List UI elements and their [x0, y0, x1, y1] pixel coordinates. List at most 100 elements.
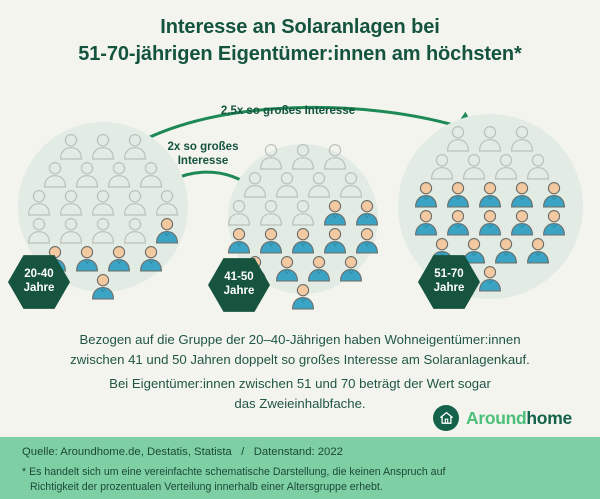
group-41-50-badge: 41-50 Jahre	[208, 258, 270, 312]
person-icon	[459, 152, 489, 180]
logo-text-home: home	[526, 407, 572, 428]
person-icon	[120, 188, 150, 216]
group-41-50-row-4	[218, 226, 388, 254]
arrow-2x-label: 2x so großes Interesse	[148, 140, 258, 169]
group-51-70-row-1	[405, 124, 575, 152]
arrow-2x-label-line-1: 2x so großes	[167, 141, 239, 153]
group-20-40-badge-line-2: Jahre	[23, 282, 55, 294]
person-icon	[507, 124, 537, 152]
person-icon	[336, 170, 366, 198]
person-icon	[443, 124, 473, 152]
group-51-70-badge-line-1: 51-70	[434, 268, 464, 281]
person-icon-highlighted	[411, 208, 441, 236]
group-51-70-row-5	[405, 236, 575, 264]
person-icon-highlighted	[507, 208, 537, 236]
group-41-50-pictogram	[218, 142, 388, 310]
person-icon-highlighted	[475, 208, 505, 236]
person-icon	[120, 216, 150, 244]
group-20-40-row-4	[18, 216, 188, 244]
group-41-50-badge-line-1: 41-50	[224, 271, 254, 284]
person-icon-highlighted	[475, 180, 505, 208]
footer-note-line-2: Richtigkeit der prozentualen Verteilung …	[30, 480, 383, 493]
person-icon-highlighted	[539, 180, 569, 208]
group-41-50-row-2	[218, 170, 388, 198]
body-p1-line-1: Bezogen auf die Gruppe der 20–40-Jährige…	[79, 332, 521, 347]
person-icon-highlighted	[352, 198, 382, 226]
person-icon	[24, 216, 54, 244]
person-icon	[88, 216, 118, 244]
person-icon	[24, 188, 54, 216]
group-51-70-row-4	[405, 208, 575, 236]
footer-source: Quelle: Aroundhome.de, Destatis, Statist…	[22, 446, 343, 458]
person-icon	[56, 216, 86, 244]
person-icon-highlighted	[72, 244, 102, 272]
person-icon	[288, 142, 318, 170]
person-icon	[256, 198, 286, 226]
person-icon-highlighted	[256, 226, 286, 254]
person-icon-highlighted	[288, 226, 318, 254]
logo-text-around: Around	[466, 407, 527, 428]
person-icon	[320, 142, 350, 170]
person-icon	[491, 152, 521, 180]
group-41-50-row-6	[218, 282, 388, 310]
person-icon-highlighted	[475, 264, 505, 292]
person-icon	[88, 132, 118, 160]
person-icon-highlighted	[539, 208, 569, 236]
person-icon	[152, 188, 182, 216]
person-icon-highlighted	[224, 226, 254, 254]
group-20-40-badge-line-1: 20-40	[24, 268, 54, 281]
person-icon-highlighted	[152, 216, 182, 244]
page-title: Interesse an Solaranlagen bei 51-70-jähr…	[0, 14, 600, 68]
person-icon-highlighted	[272, 254, 302, 282]
person-icon	[136, 160, 166, 188]
body-p1-line-2: zwischen 41 und 50 Jahren doppelt so gro…	[70, 352, 530, 368]
person-icon	[120, 132, 150, 160]
person-icon	[224, 198, 254, 226]
person-icon-highlighted	[443, 180, 473, 208]
group-51-70-badge: 51-70 Jahre	[418, 255, 480, 309]
person-icon	[56, 132, 86, 160]
body-paragraph-2: Bei Eigentümer:innen zwischen 51 und 70 …	[0, 374, 600, 415]
diagram-stage: 2x so großes Interesse 2,5x so großes In…	[0, 92, 600, 322]
group-41-50-badge-line-2: Jahre	[223, 285, 255, 297]
person-icon-highlighted	[136, 244, 166, 272]
person-icon-highlighted	[411, 180, 441, 208]
home-icon	[433, 405, 459, 431]
person-icon	[272, 170, 302, 198]
person-icon-highlighted	[443, 208, 473, 236]
person-icon	[56, 188, 86, 216]
person-icon	[288, 198, 318, 226]
person-icon-highlighted	[104, 244, 134, 272]
group-20-40-row-3	[18, 188, 188, 216]
person-icon	[88, 188, 118, 216]
title-line-1: Interesse an Solaranlagen bei	[160, 16, 440, 38]
group-51-70-row-3	[405, 180, 575, 208]
logo-wordmark: Aroundhome	[466, 408, 572, 429]
person-icon-highlighted	[320, 226, 350, 254]
person-icon	[40, 160, 70, 188]
title-line-2: 51-70-jährigen Eigentümer:innen am höchs…	[78, 43, 522, 65]
person-icon	[240, 170, 270, 198]
person-icon-highlighted	[288, 282, 318, 310]
arrow-25x-label: 2,5x so großes Interesse	[218, 104, 358, 118]
footer-note: * Es handelt sich um eine vereinfachte s…	[22, 465, 578, 494]
group-51-70-badge-line-2: Jahre	[433, 282, 465, 294]
group-41-50-row-1	[218, 142, 388, 170]
body-paragraph-1: Bezogen auf die Gruppe der 20–40-Jährige…	[0, 330, 600, 371]
person-icon-highlighted	[88, 272, 118, 300]
person-icon	[304, 170, 334, 198]
person-icon-highlighted	[304, 254, 334, 282]
person-icon-highlighted	[523, 236, 553, 264]
aroundhome-logo[interactable]: Aroundhome	[433, 405, 572, 431]
group-41-50-row-3	[218, 198, 388, 226]
person-icon-highlighted	[320, 198, 350, 226]
group-51-70-pictogram	[405, 124, 575, 292]
body-p2-line-1: Bei Eigentümer:innen zwischen 51 und 70 …	[109, 376, 491, 391]
person-icon	[523, 152, 553, 180]
body-p2-line-2: das Zweieinhalbfache.	[234, 396, 366, 412]
footer-note-line-1: * Es handelt sich um eine vereinfachte s…	[22, 466, 446, 478]
person-icon	[256, 142, 286, 170]
group-20-40-row-6	[18, 272, 188, 300]
group-20-40-pictogram	[18, 132, 188, 300]
